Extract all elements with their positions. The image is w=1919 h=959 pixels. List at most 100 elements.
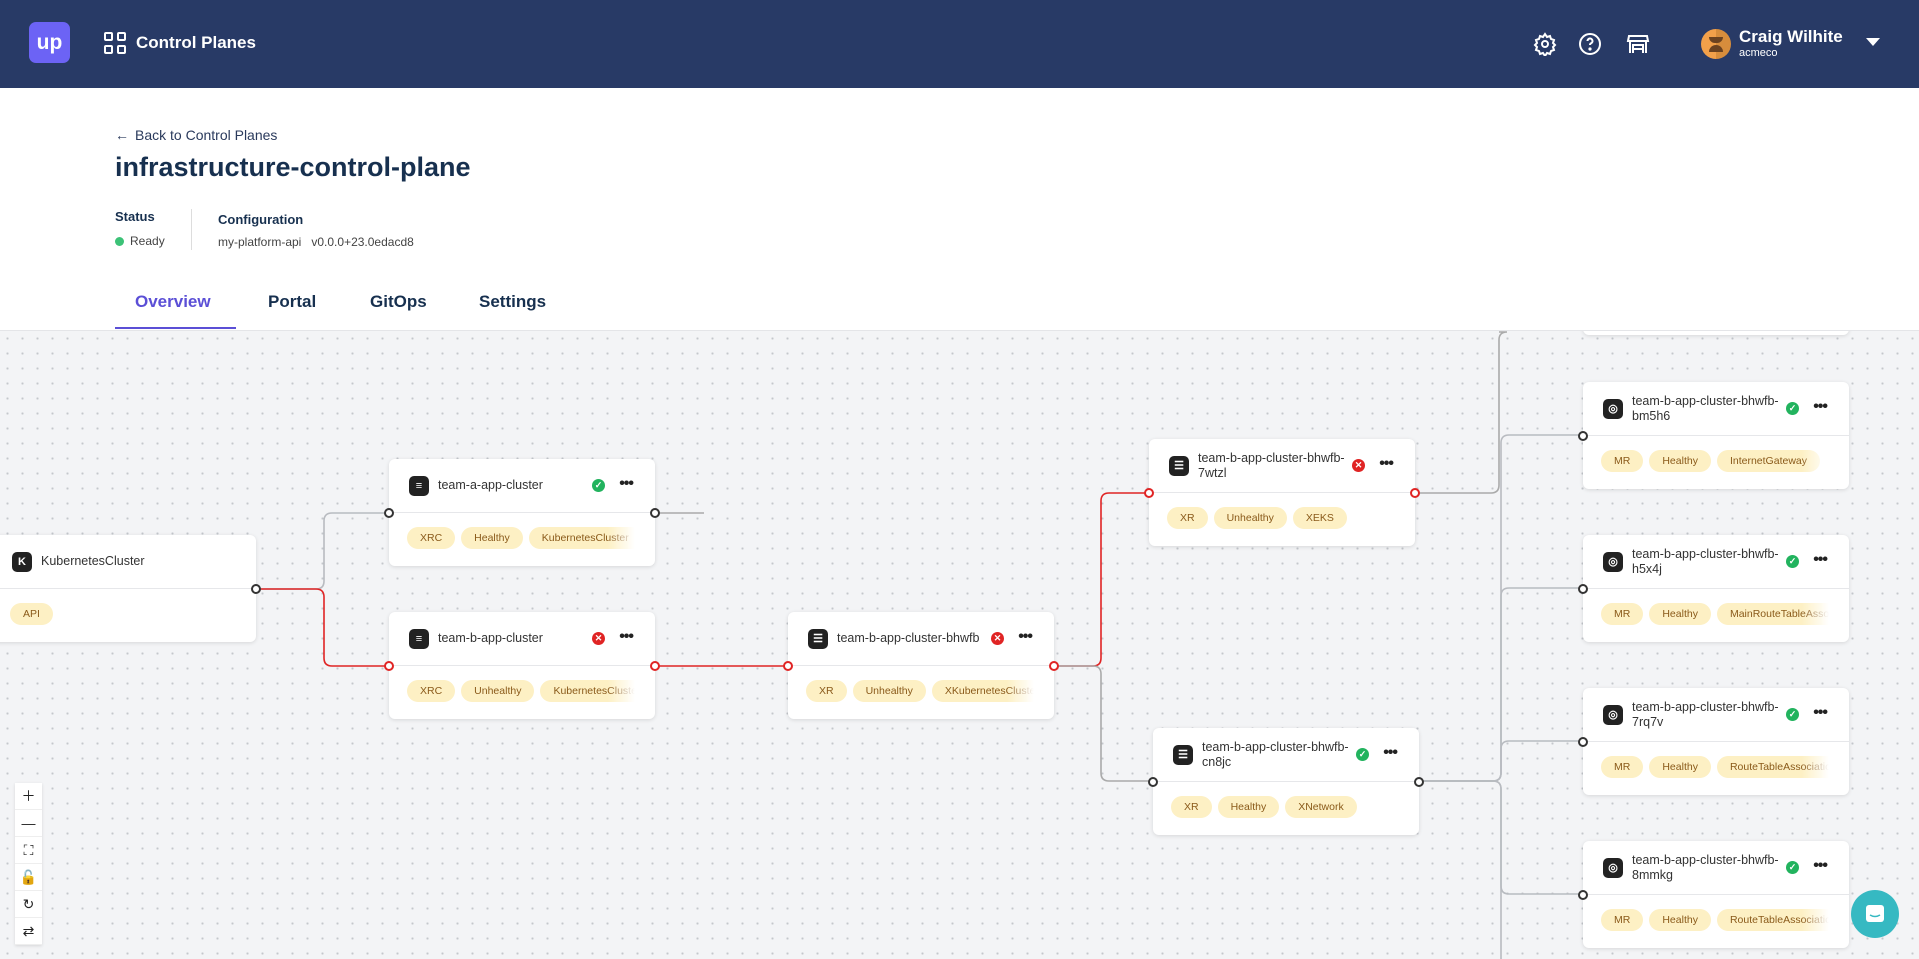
fit-view-icon[interactable]: ⛶ (15, 837, 42, 864)
active-tab-indicator (115, 327, 236, 329)
check-circle-icon: ✓ (1786, 861, 1799, 874)
more-options-icon[interactable]: ••• (1379, 455, 1394, 472)
chevron-down-icon[interactable] (1866, 38, 1880, 46)
tag-pill: KubernetesCluster (540, 680, 635, 702)
input-handle[interactable] (1578, 890, 1588, 900)
input-handle[interactable] (384, 508, 394, 518)
tag-pill: XEKS (1292, 507, 1347, 529)
tag-pill: Healthy (1217, 796, 1280, 818)
user-name[interactable]: Craig Wilhite (1739, 27, 1843, 46)
more-options-icon[interactable]: ••• (1813, 704, 1828, 721)
control-planes-nav[interactable]: Control Planes (104, 32, 256, 54)
graph-edge (257, 588, 389, 667)
tag-pill: Unhealthy (1213, 507, 1287, 529)
tab-gitops[interactable]: GitOps (370, 292, 427, 311)
graph-edge (1417, 587, 1583, 782)
graph-edge (1417, 780, 1502, 959)
zoom-in-icon[interactable]: ＋ (15, 783, 42, 810)
error-circle-icon: ✕ (1352, 459, 1365, 472)
page-title: infrastructure-control-plane (115, 152, 471, 182)
node-title: team-b-app-cluster-bhwfb-7rq7v (1632, 699, 1779, 729)
lock-icon[interactable]: 🔓 (15, 864, 42, 891)
configuration-label: Configuration (218, 212, 304, 227)
avatar[interactable] (1701, 29, 1731, 59)
tag-pill: MR (1601, 909, 1644, 931)
grid-icon (104, 32, 126, 54)
more-options-icon[interactable]: ••• (1813, 551, 1828, 568)
input-handle[interactable] (1578, 737, 1588, 747)
tag-pill: Healthy (461, 527, 523, 549)
chat-button[interactable] (1851, 890, 1899, 938)
node-title: team-b-app-cluster-bhwfb-cn8jc (1202, 739, 1349, 769)
help-icon[interactable] (1578, 32, 1602, 56)
target-icon: ◎ (1603, 857, 1623, 878)
zoom-out-icon[interactable]: — (15, 810, 42, 837)
graph-edge (1417, 434, 1583, 782)
status-label: Status (115, 209, 155, 224)
configuration-value[interactable]: my-platform-api v0.0.0+23.0edacd8 (218, 235, 414, 249)
input-handle[interactable] (1148, 777, 1158, 787)
refresh-icon[interactable]: ⇄ (15, 918, 42, 945)
output-handle[interactable] (1414, 777, 1424, 787)
target-icon: ◎ (1603, 398, 1623, 419)
input-handle[interactable] (1578, 584, 1588, 594)
more-options-icon[interactable]: ••• (1018, 628, 1033, 645)
graph-edge (1414, 331, 1508, 494)
graph-edge (257, 512, 389, 590)
output-handle[interactable] (650, 661, 660, 671)
status-text: Ready (130, 234, 165, 248)
tag-pill: XR (1167, 507, 1208, 529)
list-icon: ☰ (1173, 744, 1193, 765)
target-icon: ◎ (1603, 551, 1623, 572)
more-options-icon[interactable]: ••• (1383, 744, 1398, 761)
tag-pill: MR (1601, 450, 1644, 472)
marketplace-icon[interactable] (1626, 32, 1650, 56)
more-options-icon[interactable]: ••• (619, 475, 634, 492)
check-circle-icon: ✓ (592, 479, 605, 492)
check-circle-icon: ✓ (1786, 402, 1799, 415)
more-options-icon[interactable]: ••• (1813, 857, 1828, 874)
layers-icon: ≡ (409, 475, 429, 496)
config-name: my-platform-api (218, 235, 302, 249)
output-handle[interactable] (1049, 661, 1059, 671)
rotate-icon[interactable]: ↻ (15, 891, 42, 918)
output-handle[interactable] (1410, 488, 1420, 498)
input-handle[interactable] (384, 661, 394, 671)
more-options-icon[interactable]: ••• (619, 628, 634, 645)
tab-overview[interactable]: Overview (135, 292, 211, 311)
upbound-logo[interactable]: up (29, 22, 70, 63)
back-link[interactable]: ← Back to Control Planes (115, 127, 277, 143)
tag-pill: XR (1171, 796, 1212, 818)
gear-icon[interactable] (1533, 32, 1557, 56)
input-handle[interactable] (1578, 431, 1588, 441)
status-dot (115, 237, 124, 246)
tag-pill: XRC (407, 680, 456, 702)
input-handle[interactable] (783, 661, 793, 671)
input-handle[interactable] (1144, 488, 1154, 498)
tab-settings[interactable]: Settings (479, 292, 547, 311)
tag-pill: XNetwork (1285, 796, 1357, 818)
graph-edges (257, 331, 1583, 959)
config-version: v0.0.0+23.0edacd8 (311, 235, 414, 249)
check-circle-icon: ✓ (1786, 555, 1799, 568)
tag-pill: MR (1601, 603, 1644, 625)
output-handle[interactable] (650, 508, 660, 518)
tab-portal[interactable]: Portal (268, 292, 317, 311)
output-handle[interactable] (251, 584, 261, 594)
graph-edge (1417, 780, 1583, 895)
more-options-icon[interactable]: ••• (1813, 398, 1828, 415)
target-icon: ◎ (1603, 704, 1623, 725)
list-icon: ☰ (808, 628, 828, 649)
graph-node-partial[interactable] (1583, 331, 1849, 335)
